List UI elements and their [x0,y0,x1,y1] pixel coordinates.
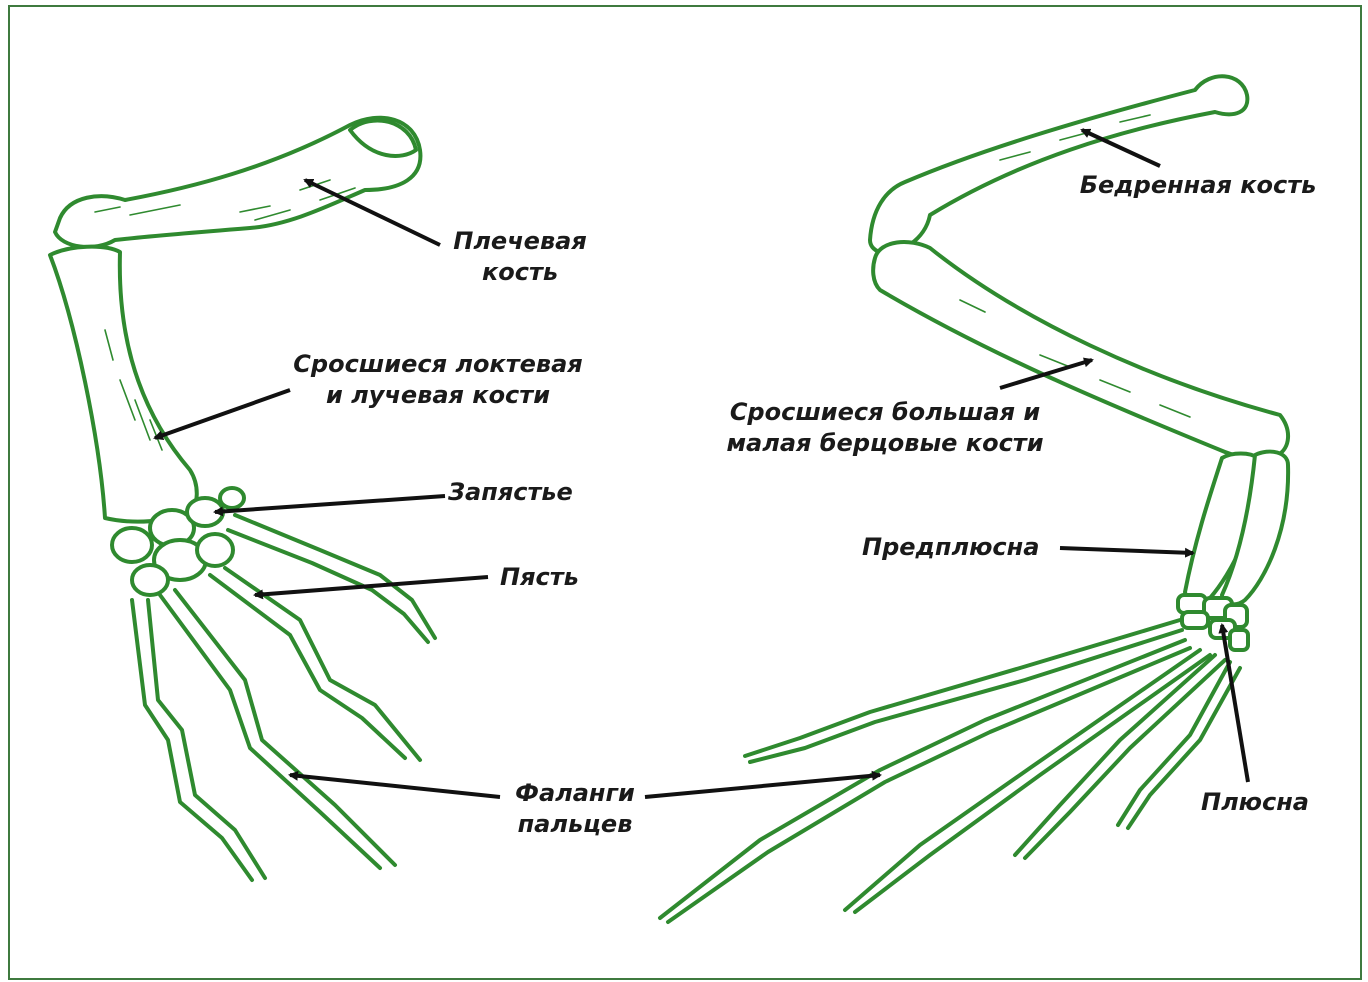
label-radioulna-line2: и лучевая кости [282,380,594,411]
label-femur-line1: Бедренная кость [1068,170,1328,201]
arrow-metacarpus [255,577,488,595]
label-phalanges-line1: Фаланги [500,778,650,809]
label-humerus-line2: кость [445,257,595,288]
label-arrows [155,130,1248,797]
label-tibiofibula: Сросшиеся большая и малая берцовые кости [712,397,1058,459]
label-radioulna-line1: Сросшиеся локтевая [282,349,594,380]
label-metacarpus-line1: Пясть [500,562,600,593]
label-tarsus: Предплюсна [862,532,1054,563]
label-radioulna: Сросшиеся локтевая и лучевая кости [282,349,594,411]
label-humerus-line1: Плечевая [445,226,595,257]
label-phalanges: Фаланги пальцев [500,778,650,840]
arrow-phalanges-hind [645,775,880,797]
label-metatarsus: Плюсна [1195,787,1315,818]
arrow-carpus [215,496,445,512]
label-humerus: Плечевая кость [445,226,595,288]
label-phalanges-line2: пальцев [500,809,650,840]
arrow-tarsus [1060,548,1193,553]
label-tibiofibula-line2: малая берцовые кости [712,428,1058,459]
label-metacarpus: Пясть [500,562,600,593]
label-carpus: Запястье [448,477,593,508]
femur-bone [870,76,1247,252]
hindlimb-digits [660,620,1240,922]
label-tarsus-line1: Предплюсна [862,532,1054,563]
metatarsal-block [1178,595,1248,650]
hindlimb [660,76,1288,922]
label-carpus-line1: Запястье [448,477,593,508]
arrow-radioulna [155,390,290,438]
label-tibiofibula-line1: Сросшиеся большая и [712,397,1058,428]
radioulna-bone [50,247,197,522]
label-metatarsus-line1: Плюсна [1195,787,1315,818]
label-femur: Бедренная кость [1068,170,1328,201]
